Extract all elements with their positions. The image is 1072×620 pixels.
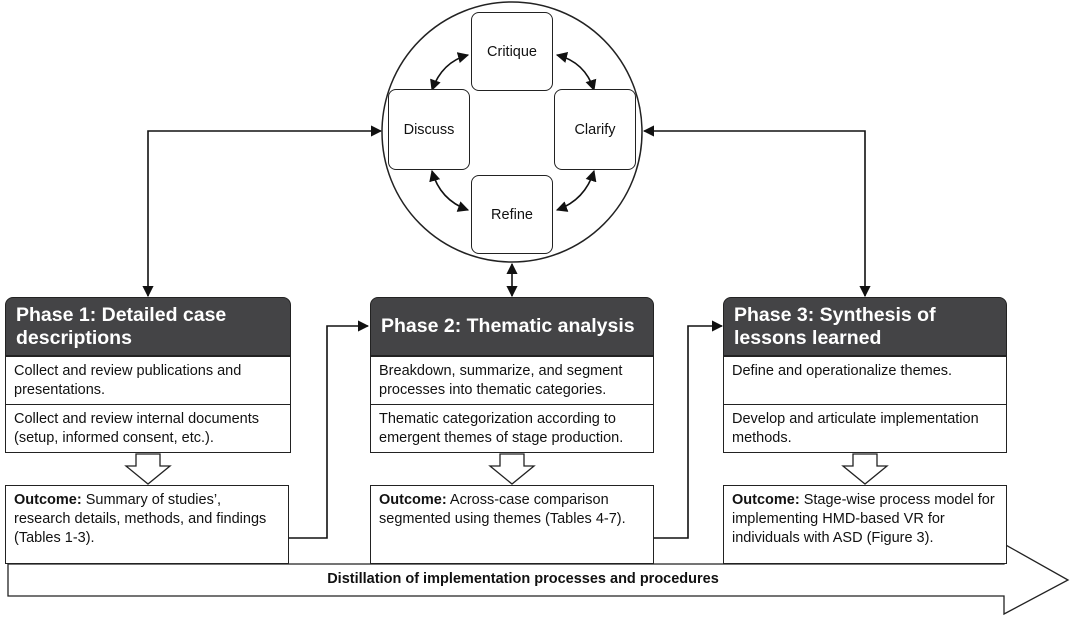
arrow-refine-discuss (429, 169, 470, 212)
phase1-outcome-text: Summary of studies’, research details, m… (14, 492, 267, 546)
phase2-title: Phase 2: Thematic analysis (370, 297, 654, 356)
arrow-discuss-critique (430, 52, 470, 92)
arrow-circle-phase1 (142, 125, 383, 298)
phase2-step2: Thematic categorization according to eme… (371, 404, 653, 448)
down-arrow-phase2 (488, 453, 536, 485)
phase1-title: Phase 1: Detailed case descriptions (5, 297, 291, 356)
phase3-title: Phase 3: Synthesis of lessons learned (723, 297, 1007, 356)
arrow-outcome2-phase3 (653, 320, 724, 539)
node-discuss: Discuss (388, 89, 470, 170)
node-clarify: Clarify (554, 89, 636, 170)
phase1-outcome-label: Outcome: (14, 492, 82, 508)
phase3-step1: Define and operationalize themes. (732, 363, 953, 379)
phase2-outcome-text: Across-case comparison segmented using t… (379, 492, 626, 527)
phase3-step2: Develop and articulate implementation me… (724, 404, 1006, 448)
arrow-critique-clarify (555, 52, 597, 92)
phase3-outcome: Outcome: Stage-wise process model for im… (723, 485, 1007, 564)
node-refine: Refine (471, 175, 553, 254)
down-arrow-phase3 (841, 453, 889, 485)
node-critique: Critique (471, 12, 553, 91)
phase1-outcome: Outcome: Summary of studies’, research d… (5, 485, 289, 564)
phase3-outcome-text: Stage-wise process model for implementin… (732, 492, 995, 546)
phase2-steps: Breakdown, summarize, and segment proces… (370, 356, 654, 453)
distillation-label: Distillation of implementation processes… (327, 571, 719, 587)
arrow-clarify-refine (555, 169, 597, 212)
phase2-outcome-label: Outcome: (379, 492, 447, 508)
arrow-circle-phase3 (642, 125, 871, 298)
phase3-outcome-label: Outcome: (732, 492, 800, 508)
arrow-outcome1-phase2 (289, 320, 370, 539)
phase2-step1: Breakdown, summarize, and segment proces… (379, 363, 623, 398)
phase1-step1: Collect and review publications and pres… (14, 363, 242, 398)
phase2-outcome: Outcome: Across-case comparison segmente… (370, 485, 654, 564)
phase1-step2: Collect and review internal documents (s… (6, 404, 290, 448)
phase1-steps: Collect and review publications and pres… (5, 356, 291, 453)
down-arrow-phase1 (124, 453, 172, 485)
phase3-steps: Define and operationalize themes. Develo… (723, 356, 1007, 453)
